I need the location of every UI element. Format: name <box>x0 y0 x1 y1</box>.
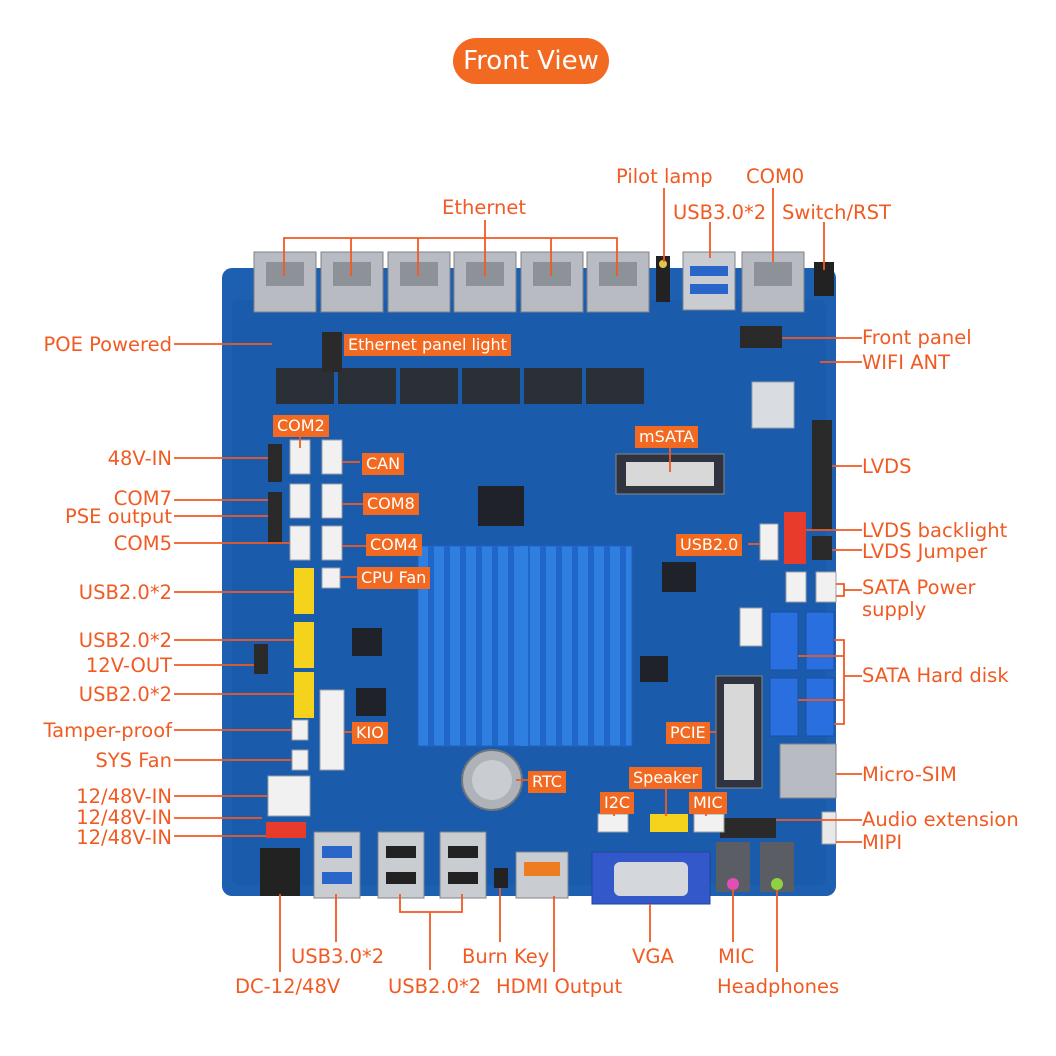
label-com7: COM7 <box>113 487 172 510</box>
tag-rtc: RTC <box>528 771 566 793</box>
label-sata-hard-disk: SATA Hard disk <box>862 664 1009 687</box>
label-usb30-bottom: USB3.0*2 <box>291 945 385 968</box>
dc-jack <box>260 848 300 896</box>
tag-com8: COM8 <box>363 493 419 515</box>
label-usb30-top: USB3.0*2 <box>673 201 767 224</box>
pin-headers <box>254 326 782 838</box>
i2c-connector <box>597 813 629 833</box>
label-hdmi-output: HDMI Output <box>496 975 623 998</box>
heatsink-fins <box>428 546 626 746</box>
tag-cpu-fan: CPU Fan <box>357 567 431 589</box>
label-poe-powered: POE Powered <box>43 333 172 356</box>
lvds-backlight-connector <box>784 512 806 564</box>
pilot-lamp-led <box>656 256 670 302</box>
label-audio-extension: Audio extension <box>862 808 1019 831</box>
tag-com4: COM4 <box>366 534 422 556</box>
sim-slot <box>779 743 837 799</box>
label-usb20-bottom: USB2.0*2 <box>388 975 482 998</box>
usb3-bottom-port <box>313 831 361 899</box>
left-connectors <box>289 439 345 771</box>
chips <box>352 486 696 716</box>
label-switch-rst: Switch/RST <box>782 201 891 224</box>
label-1248v-in-c: 12/48V-IN <box>76 826 172 849</box>
label-12v-out: 12V-OUT <box>85 654 172 677</box>
label-mic-bottom: MIC <box>718 945 755 968</box>
sata-power <box>785 571 807 603</box>
tag-speaker: Speaker <box>629 767 703 789</box>
switch-rst <box>814 262 834 296</box>
label-sys-fan: SYS Fan <box>95 749 172 772</box>
tag-kio: KIO <box>352 722 388 744</box>
label-lvds: LVDS <box>862 455 912 478</box>
sata-connectors <box>769 611 835 737</box>
tag-i2c: I2C <box>600 792 635 814</box>
tag-msata: mSATA <box>635 426 699 448</box>
burn-key-button <box>494 868 508 888</box>
mic-connector <box>693 813 725 833</box>
tag-can: CAN <box>362 453 405 475</box>
lan-magnetics <box>276 368 644 404</box>
power-connector <box>267 775 311 817</box>
leader-lines <box>174 188 862 972</box>
label-1248v-in-a: 12/48V-IN <box>76 785 172 808</box>
label-lvds-jumper: LVDS Jumper <box>862 540 988 563</box>
label-usb20-a: USB2.0*2 <box>78 581 172 604</box>
label-48v-in: 48V-IN <box>107 447 172 470</box>
label-supply: supply <box>862 598 927 621</box>
tag-pcie: PCIE <box>666 722 710 744</box>
speaker-connector <box>650 814 688 832</box>
usb2-bottom-port-b <box>439 831 487 899</box>
label-com5: COM5 <box>113 532 172 555</box>
label-usb20-b: USB2.0*2 <box>78 629 172 652</box>
tag-com2: COM2 <box>273 415 329 437</box>
label-1248v-in-b: 12/48V-IN <box>76 806 172 829</box>
label-mipi: MIPI <box>862 831 903 854</box>
label-wifi-ant: WIFI ANT <box>862 351 951 374</box>
tag-mic: MIC <box>689 792 727 814</box>
label-lvds-backlight: LVDS backlight <box>862 519 1008 542</box>
label-headphones: Headphones <box>717 975 840 998</box>
label-usb20-c: USB2.0*2 <box>78 683 172 706</box>
mipi-connector <box>821 811 837 845</box>
tag-usb20: USB2.0 <box>676 534 743 556</box>
label-vga: VGA <box>632 945 674 968</box>
label-pse-output: PSE output <box>65 505 172 528</box>
label-front-panel: Front panel <box>862 326 972 349</box>
label-com0: COM0 <box>746 165 805 188</box>
wifi-module <box>751 381 795 429</box>
label-dc-1248v: DC-12/48V <box>235 975 341 998</box>
usb-headers <box>294 568 314 718</box>
label-burn-key: Burn Key <box>462 945 550 968</box>
page-title: Front View <box>453 38 609 84</box>
label-ethernet: Ethernet <box>442 196 526 219</box>
label-pilot-lamp: Pilot lamp <box>616 165 713 188</box>
usb20-header <box>759 523 779 561</box>
lvds-header <box>812 420 832 530</box>
label-micro-sim: Micro-SIM <box>862 763 957 786</box>
label-tamper-proof: Tamper-proof <box>43 719 172 742</box>
label-sata-power: SATA Power <box>862 576 976 599</box>
usb2-bottom-port-a <box>377 831 425 899</box>
tag-ethernet-panel-light: Ethernet panel light <box>344 334 511 356</box>
usb3-top-port <box>682 251 736 311</box>
